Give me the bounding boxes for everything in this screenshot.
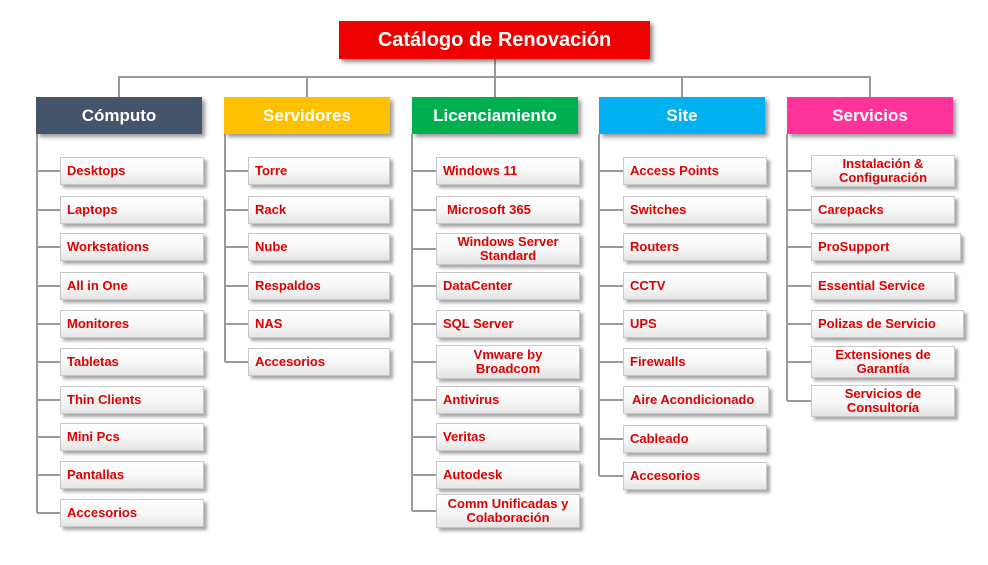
item-antivirus[interactable]: Antivirus <box>436 386 580 414</box>
item-rack[interactable]: Rack <box>248 196 390 224</box>
item-access-points[interactable]: Access Points <box>623 157 767 185</box>
item-ups[interactable]: UPS <box>623 310 767 338</box>
item-windows-11[interactable]: Windows 11 <box>436 157 580 185</box>
item-sql-server[interactable]: SQL Server <box>436 310 580 338</box>
item-carepacks[interactable]: Carepacks <box>811 196 955 224</box>
item-all-in-one[interactable]: All in One <box>60 272 204 300</box>
branch-line-3 <box>598 134 623 477</box>
item-computo-accesorios[interactable]: Accesorios <box>60 499 204 527</box>
branch-line-4 <box>786 134 811 402</box>
item-monitores[interactable]: Monitores <box>60 310 204 338</box>
item-torre[interactable]: Torre <box>248 157 390 185</box>
item-desktops[interactable]: Desktops <box>60 157 204 185</box>
item-datacenter[interactable]: DataCenter <box>436 272 580 300</box>
item-servidores-accesorios[interactable]: Accesorios <box>248 348 390 376</box>
category-servicios-header[interactable]: Servicios <box>787 97 953 134</box>
item-microsoft-365[interactable]: Microsoft 365 <box>436 196 580 224</box>
item-site-accesorios[interactable]: Accesorios <box>623 462 767 490</box>
item-laptops[interactable]: Laptops <box>60 196 204 224</box>
item-essential-service[interactable]: Essential Service <box>811 272 955 300</box>
item-polizas-de-servicio[interactable]: Polizas de Servicio <box>811 310 964 338</box>
item-vmware-by-broadcom[interactable]: Vmware by Broadcom <box>436 345 580 379</box>
item-respaldos[interactable]: Respaldos <box>248 272 390 300</box>
branch-lines <box>36 134 811 514</box>
item-firewalls[interactable]: Firewalls <box>623 348 767 376</box>
category-site-header[interactable]: Site <box>599 97 765 134</box>
item-instalacion-configuracion[interactable]: Instalación & Configuración <box>811 155 955 187</box>
item-servicios-de-consultoria[interactable]: Servicios de Consultoría <box>811 385 955 417</box>
item-autodesk[interactable]: Autodesk <box>436 461 580 489</box>
category-servidores-header[interactable]: Servidores <box>224 97 390 134</box>
branch-line-0 <box>36 134 60 514</box>
item-windows-server-standard[interactable]: Windows Server Standard <box>436 233 580 265</box>
item-tabletas[interactable]: Tabletas <box>60 348 204 376</box>
category-computo-header[interactable]: Cómputo <box>36 97 202 134</box>
item-comm-unificadas[interactable]: Comm Unificadas y Colaboración <box>436 494 580 528</box>
item-nas[interactable]: NAS <box>248 310 390 338</box>
item-pantallas[interactable]: Pantallas <box>60 461 204 489</box>
item-extensiones-de-garantia[interactable]: Extensiones de Garantía <box>811 346 955 378</box>
item-aire-acondicionado[interactable]: Aire Acondicionado <box>623 386 769 414</box>
item-cableado[interactable]: Cableado <box>623 425 767 453</box>
category-licenciamiento-header[interactable]: Licenciamiento <box>412 97 578 134</box>
branch-line-1 <box>224 134 248 363</box>
item-prosupport[interactable]: ProSupport <box>811 233 961 261</box>
catalog-title: Catálogo de Renovación <box>339 21 650 59</box>
top-bus-line <box>118 59 871 97</box>
item-workstations[interactable]: Workstations <box>60 233 204 261</box>
item-routers[interactable]: Routers <box>623 233 767 261</box>
item-cctv[interactable]: CCTV <box>623 272 767 300</box>
item-mini-pcs[interactable]: Mini Pcs <box>60 423 204 451</box>
item-nube[interactable]: Nube <box>248 233 390 261</box>
item-switches[interactable]: Switches <box>623 196 767 224</box>
item-thin-clients[interactable]: Thin Clients <box>60 386 204 414</box>
branch-line-2 <box>411 134 436 512</box>
item-veritas[interactable]: Veritas <box>436 423 580 451</box>
